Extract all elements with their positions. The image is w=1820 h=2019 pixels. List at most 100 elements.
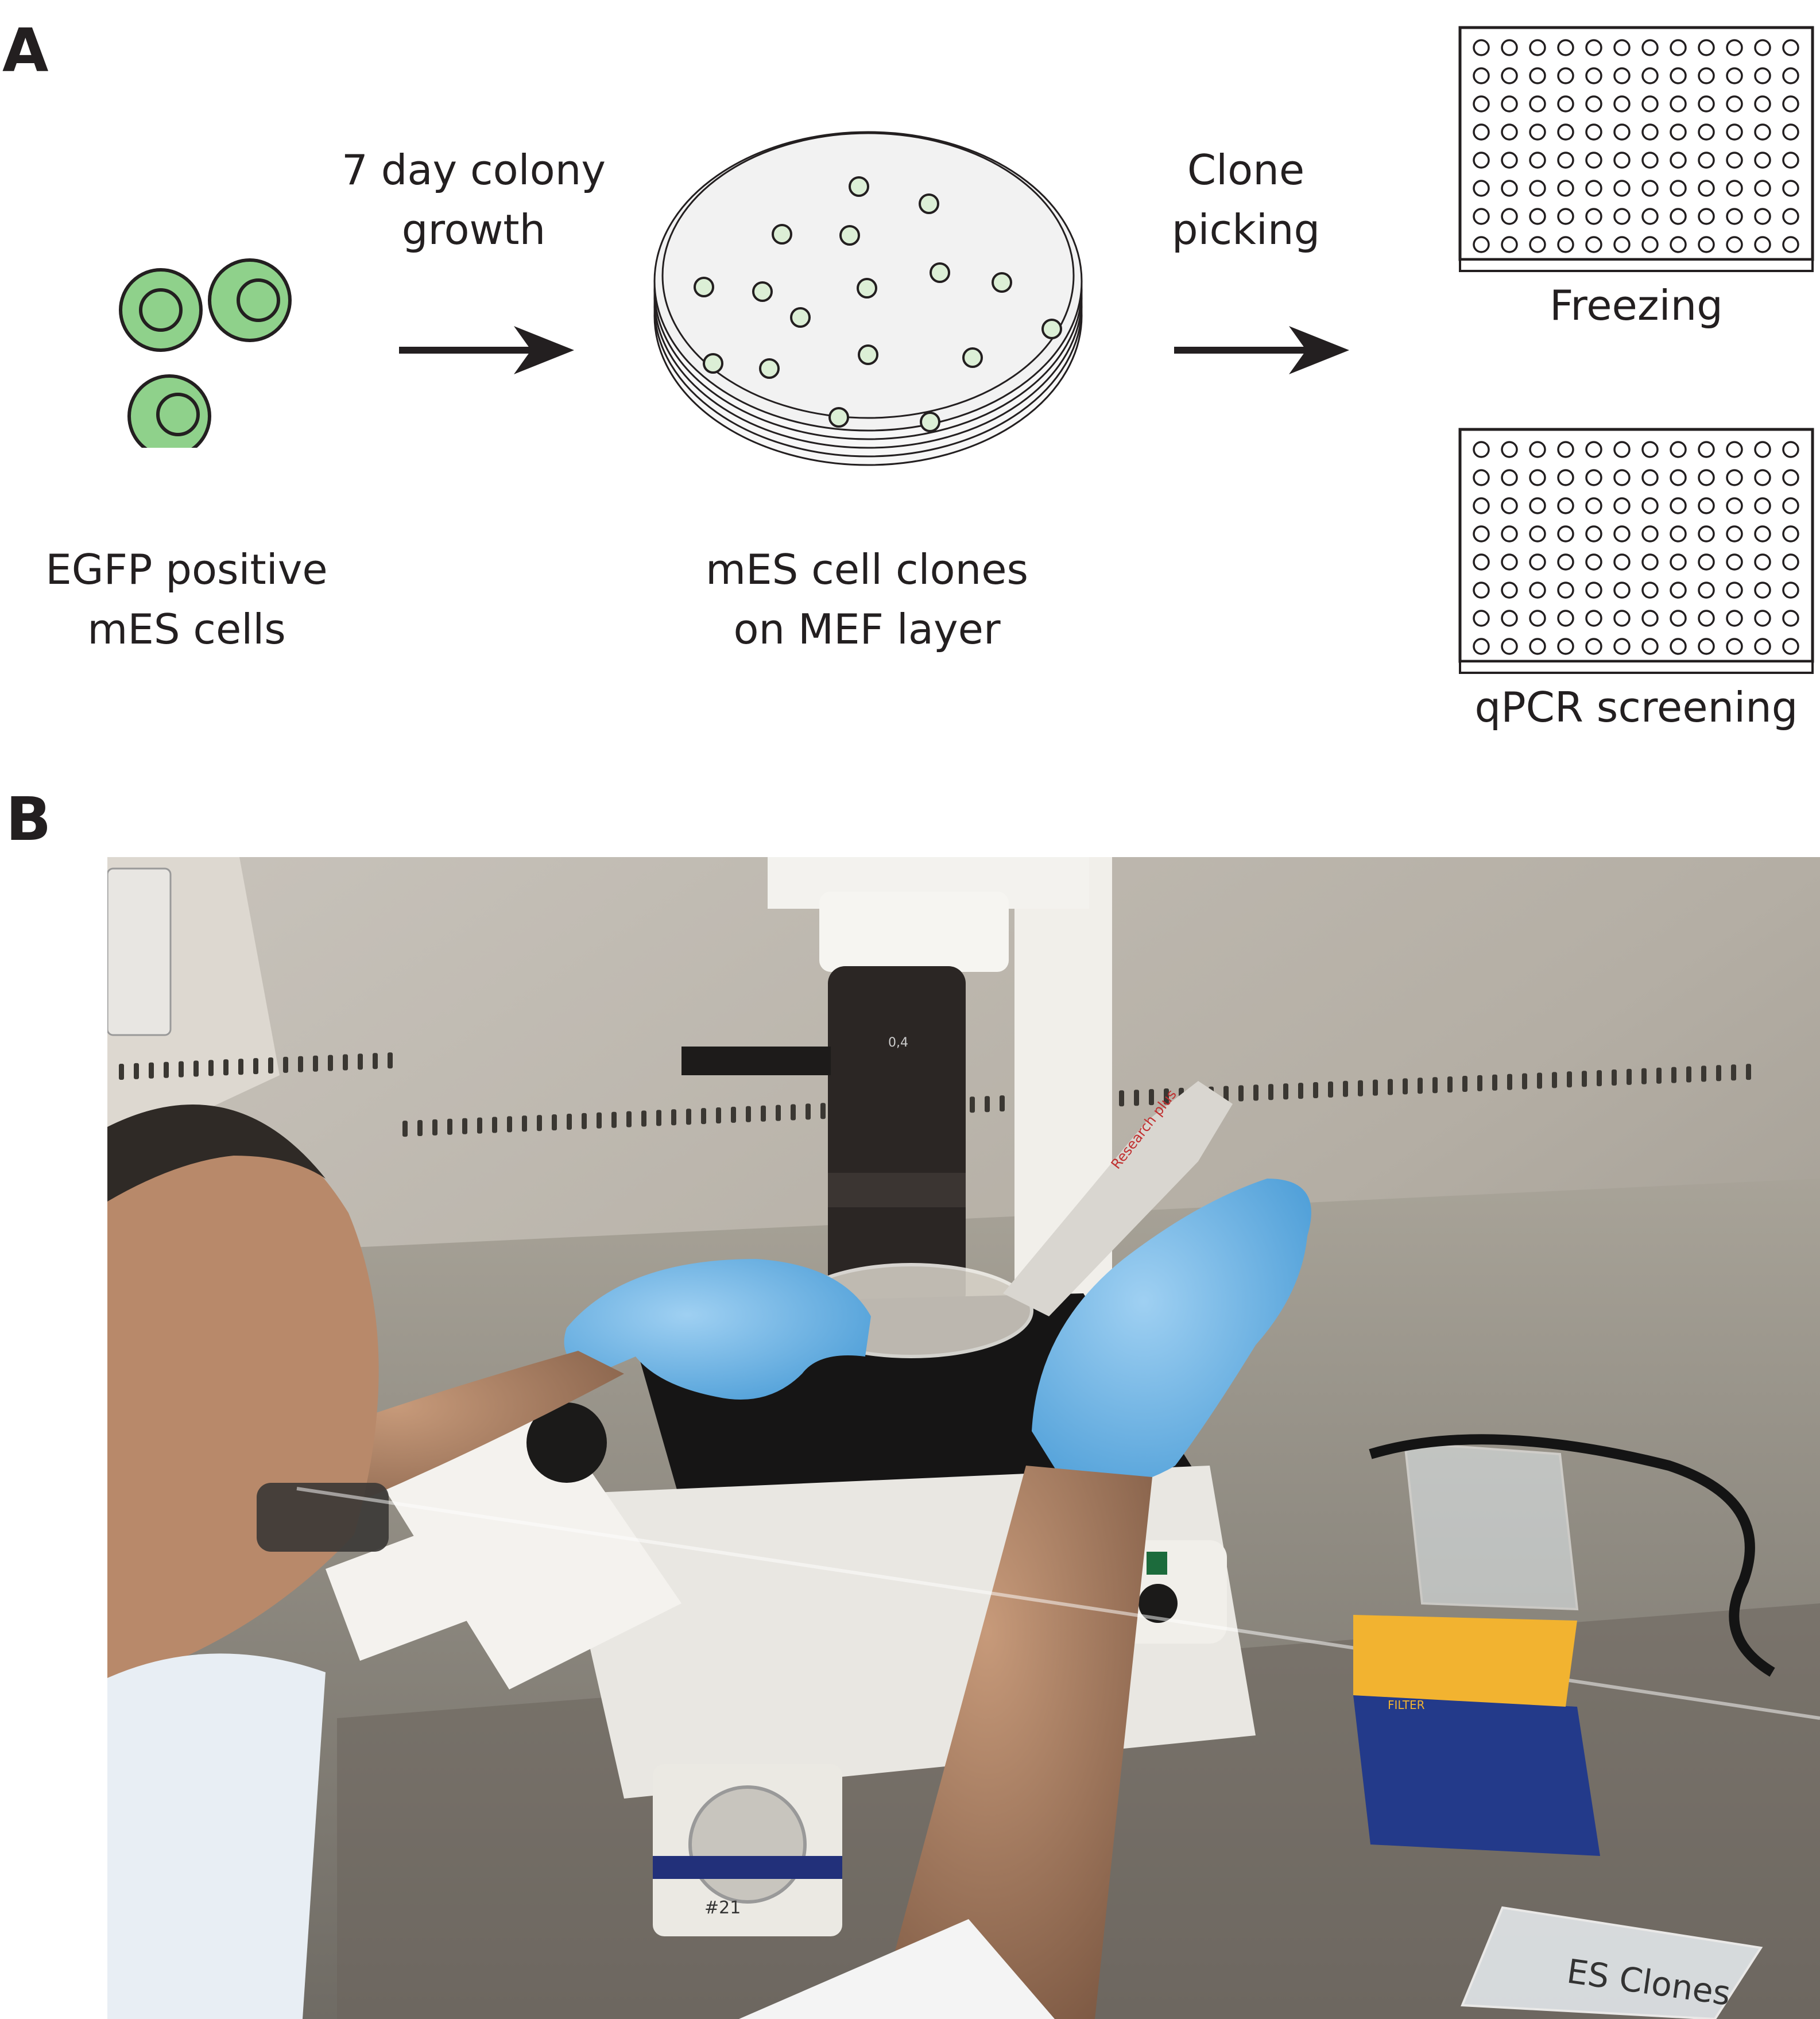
plate-well <box>1698 152 1715 169</box>
vent-slot <box>1432 1077 1438 1094</box>
plate-well <box>1726 610 1743 627</box>
plate-well <box>1613 95 1631 113</box>
arrow-right-icon <box>399 326 574 374</box>
colony <box>839 225 860 246</box>
plate-well <box>1529 180 1546 197</box>
plate-well <box>1557 497 1574 514</box>
plate-well <box>1641 152 1659 169</box>
focus-knob <box>1139 1584 1178 1623</box>
plate-well <box>1670 180 1687 197</box>
cells-caption-line-2: mES cells <box>87 605 286 653</box>
plate-well <box>1557 553 1574 571</box>
plate-well <box>1529 152 1546 169</box>
plate-well <box>1670 469 1687 486</box>
plate-well <box>1726 469 1743 486</box>
plate-well <box>1670 95 1687 113</box>
plate-well <box>1641 553 1659 571</box>
plate-well <box>1529 208 1546 225</box>
plate-well <box>1557 236 1574 253</box>
vent-slot <box>1462 1076 1467 1092</box>
vent-slot <box>1238 1085 1244 1102</box>
colony <box>920 412 940 432</box>
plate-well <box>1641 208 1659 225</box>
plate-well <box>1670 638 1687 655</box>
plate-well <box>1698 123 1715 141</box>
plate-well <box>1670 152 1687 169</box>
plate-well <box>1613 582 1631 599</box>
plate-well <box>1641 123 1659 141</box>
vent-slot <box>1701 1065 1706 1082</box>
plate-well <box>1754 39 1771 56</box>
plate-well <box>1782 152 1799 169</box>
plate-well <box>1754 610 1771 627</box>
plate-well <box>1585 67 1602 84</box>
vent-slot <box>402 1121 408 1137</box>
plate-well <box>1754 67 1771 84</box>
plate-well <box>1726 638 1743 655</box>
microscope-arm <box>819 892 1009 972</box>
plate-well <box>1670 441 1687 458</box>
plate-well <box>1501 152 1518 169</box>
vent-slot <box>1283 1083 1288 1100</box>
plate-well <box>1613 469 1631 486</box>
vent-slot <box>492 1117 497 1133</box>
plate-well <box>1641 497 1659 514</box>
plate-well <box>1754 236 1771 253</box>
vent-slot <box>552 1114 557 1131</box>
plate-well <box>1754 582 1771 599</box>
vent-slot <box>134 1063 139 1079</box>
plate-well <box>1473 208 1490 225</box>
plate-well <box>1698 469 1715 486</box>
plate-well <box>1698 638 1715 655</box>
colony <box>858 344 878 365</box>
vent-slot <box>223 1059 229 1076</box>
plate-well <box>1585 441 1602 458</box>
step1-caption-line-2: growth <box>401 206 546 254</box>
plate-well <box>1557 123 1574 141</box>
plate-well <box>1473 610 1490 627</box>
plate-well <box>1782 123 1799 141</box>
plate-well <box>1501 553 1518 571</box>
vent-slot <box>537 1115 542 1131</box>
plate-well <box>1529 610 1546 627</box>
left-glove <box>564 1259 871 1400</box>
plate-well <box>1501 497 1518 514</box>
plate-well <box>1698 236 1715 253</box>
dish-caption: mES cell clones on MEF layer <box>666 540 1068 659</box>
vent-slot <box>1403 1078 1408 1095</box>
vent-slot <box>522 1115 527 1132</box>
lab-photo: 0,4 #21 Research plus FILTER ES Clones <box>107 857 1820 2019</box>
plate-well <box>1698 525 1715 542</box>
plate-well <box>1613 39 1631 56</box>
colony <box>857 278 877 299</box>
plate-well <box>1613 123 1631 141</box>
plate-well <box>1782 610 1799 627</box>
plate-well <box>1782 236 1799 253</box>
plate-well <box>1641 638 1659 655</box>
vent-slot <box>253 1058 258 1075</box>
plate-well <box>1501 582 1518 599</box>
dish-caption-line-1: mES cell clones <box>705 545 1029 594</box>
plate-well <box>1613 610 1631 627</box>
plate-well <box>1557 95 1574 113</box>
vent-slot <box>1746 1064 1751 1080</box>
plate-well <box>1585 152 1602 169</box>
colony <box>919 193 939 214</box>
plate-well <box>1585 236 1602 253</box>
plate-well <box>1613 497 1631 514</box>
vent-slot <box>149 1062 154 1079</box>
plate-well <box>1501 95 1518 113</box>
step2-caption-line-1: Clone <box>1187 146 1305 194</box>
objective <box>828 966 966 1311</box>
plate-well <box>1501 610 1518 627</box>
plate-well <box>1726 67 1743 84</box>
plate-well <box>1782 469 1799 486</box>
plate-well <box>1698 441 1715 458</box>
vent-slot <box>671 1109 676 1126</box>
cells-group <box>119 258 292 448</box>
plate-well <box>1754 95 1771 113</box>
plate-well <box>1782 441 1799 458</box>
plate-well <box>1585 638 1602 655</box>
plate-well <box>1754 208 1771 225</box>
vent-slot <box>791 1104 796 1121</box>
